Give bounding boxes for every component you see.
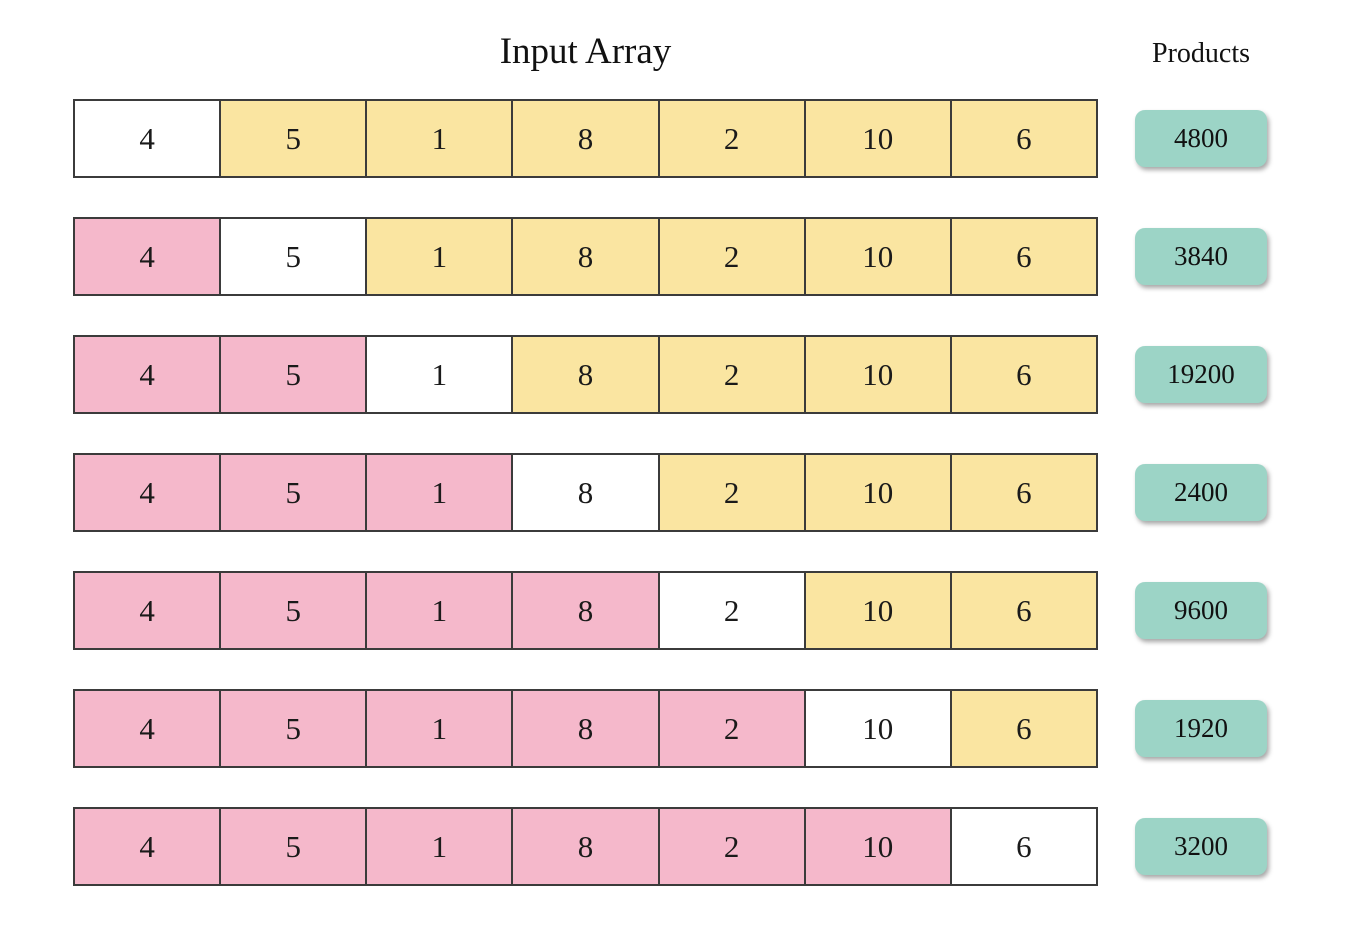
array-cell-suffix: 10: [803, 573, 950, 648]
array-cell-suffix: 2: [657, 219, 804, 294]
array-cell-suffix: 6: [949, 101, 1096, 176]
array-cell-suffix: 2: [657, 337, 804, 412]
array-cell-prefix: 1: [365, 455, 512, 530]
product-badge: 4800: [1135, 110, 1267, 167]
array-cell-prefix: 1: [365, 573, 512, 648]
array-cell-prefix: 10: [803, 809, 950, 884]
array-cell-prefix: 8: [511, 573, 658, 648]
array-cell-prefix: 1: [365, 809, 512, 884]
product-badge: 1920: [1135, 700, 1267, 757]
array-cell-suffix: 6: [949, 455, 1096, 530]
products-column-header: Products: [1152, 38, 1250, 69]
page-title: Input Array: [499, 31, 672, 72]
array-cell-suffix: 5: [219, 101, 366, 176]
array-cell-suffix: 2: [657, 455, 804, 530]
array-cell-current: 2: [657, 573, 804, 648]
array-cell-prefix: 4: [75, 337, 220, 412]
array-cell-suffix: 6: [949, 337, 1096, 412]
array-cell-current: 10: [803, 691, 950, 766]
array-cell-prefix: 8: [511, 691, 658, 766]
array-cell-suffix: 2: [657, 101, 804, 176]
array-cell-prefix: 5: [219, 573, 366, 648]
array-cell-suffix: 8: [511, 219, 658, 294]
array-cell-suffix: 10: [803, 219, 950, 294]
array-cell-suffix: 6: [949, 219, 1096, 294]
array-cell-suffix: 8: [511, 101, 658, 176]
array-cell-current: 4: [75, 101, 220, 176]
product-badge: 19200: [1135, 346, 1267, 403]
array-cell-suffix: 1: [365, 101, 512, 176]
array-cell-suffix: 8: [511, 337, 658, 412]
array-cell-current: 1: [365, 337, 512, 412]
array-cell-prefix: 2: [657, 809, 804, 884]
array-cell-current: 5: [219, 219, 366, 294]
array-cell-current: 6: [949, 809, 1096, 884]
array-cell-suffix: 1: [365, 219, 512, 294]
array-cell-prefix: 4: [75, 219, 220, 294]
array-cell-prefix: 4: [75, 455, 220, 530]
array-cell-prefix: 4: [75, 573, 220, 648]
array-cell-suffix: 10: [803, 101, 950, 176]
product-badge: 3200: [1135, 818, 1267, 875]
product-badge: 9600: [1135, 582, 1267, 639]
array-cell-prefix: 2: [657, 691, 804, 766]
array-cell-prefix: 4: [75, 691, 220, 766]
array-cell-current: 8: [511, 455, 658, 530]
array-cell-prefix: 5: [219, 337, 366, 412]
array-cell-suffix: 6: [949, 691, 1096, 766]
array-cell-suffix: 6: [949, 573, 1096, 648]
product-badge: 2400: [1135, 464, 1267, 521]
product-badge: 3840: [1135, 228, 1267, 285]
array-cell-prefix: 5: [219, 691, 366, 766]
array-cell-suffix: 10: [803, 455, 950, 530]
array-cell-suffix: 10: [803, 337, 950, 412]
array-cell-prefix: 4: [75, 809, 220, 884]
array-cell-prefix: 5: [219, 809, 366, 884]
array-cell-prefix: 5: [219, 455, 366, 530]
array-cell-prefix: 1: [365, 691, 512, 766]
array-cell-prefix: 8: [511, 809, 658, 884]
